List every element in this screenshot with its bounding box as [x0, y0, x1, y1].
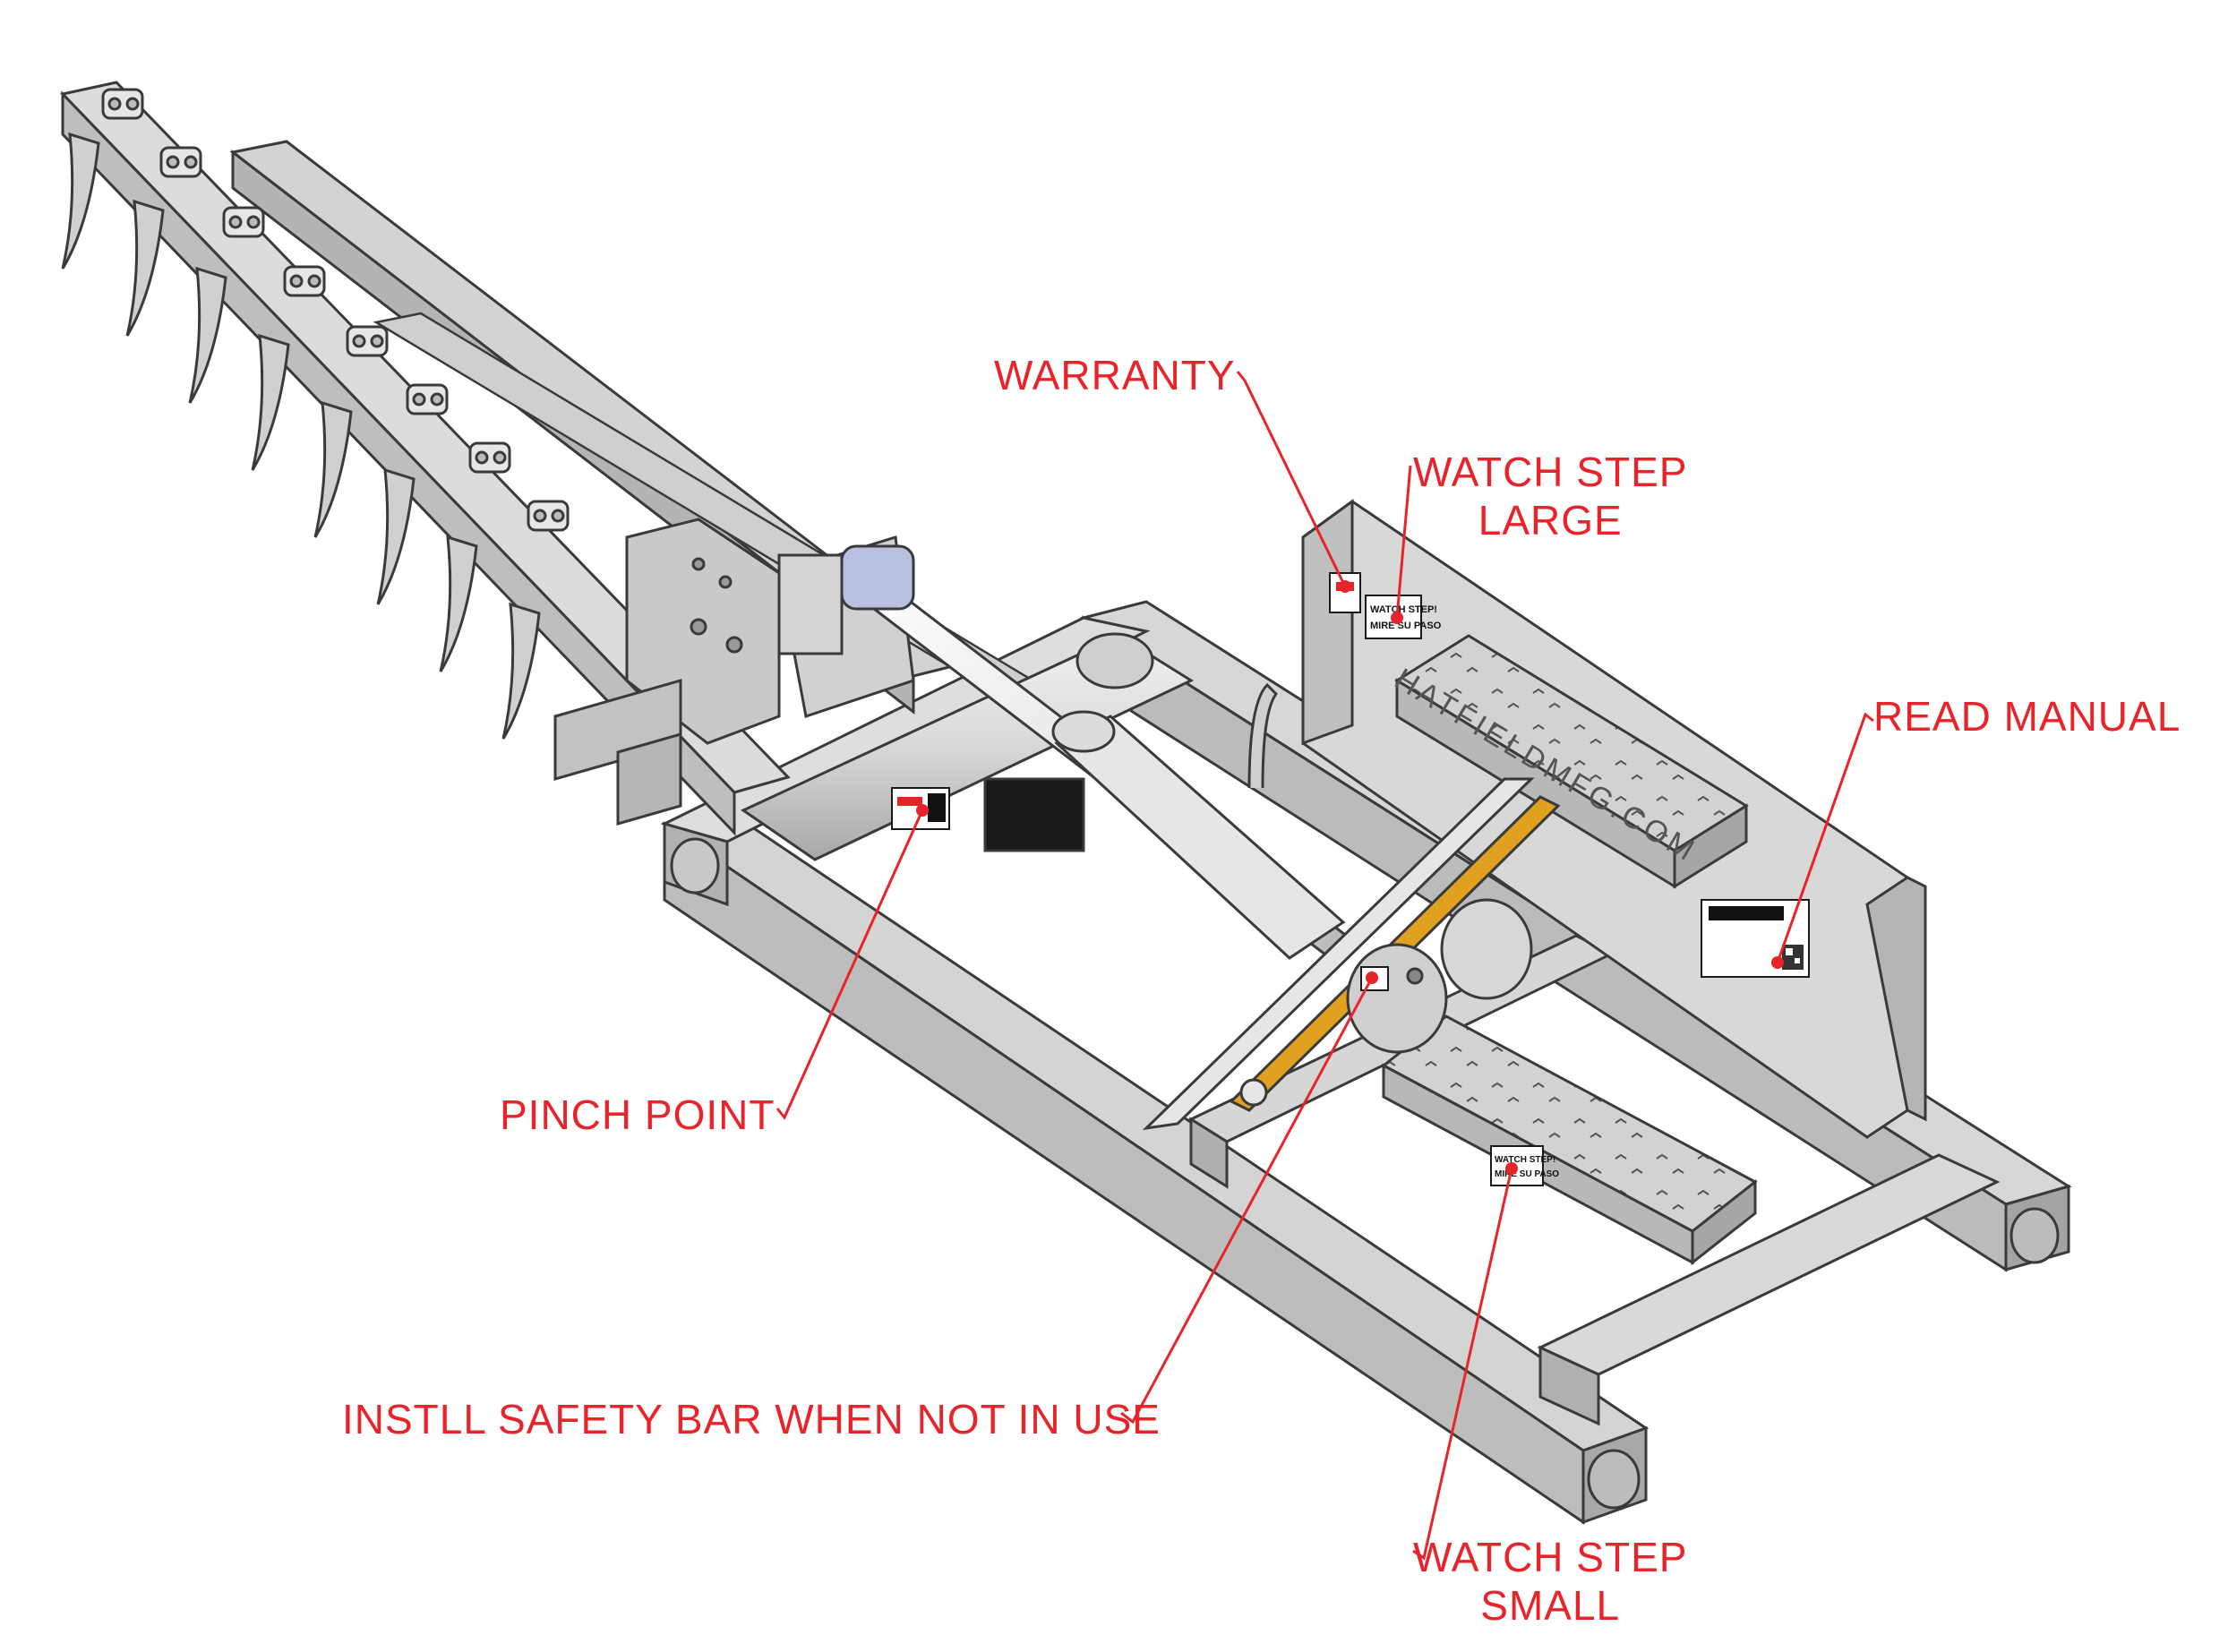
callout-read-manual-line-1: READ MANUAL: [1873, 693, 2181, 740]
read-manual-decal: [1701, 899, 1810, 978]
callout-pinch-point: PINCH POINT: [500, 1091, 775, 1139]
watch-step-large-decal: WATCH STEP! MIRE SU PASO: [1365, 595, 1442, 639]
decal-small-line-2: MIRE SU PASO: [1495, 1169, 1559, 1179]
decal-large-line-2: MIRE SU PASO: [1370, 621, 1442, 631]
left-frame-rail: [661, 809, 1650, 1525]
front-cross-member: [660, 616, 1151, 907]
qr-code-icon: [1782, 945, 1804, 970]
rear-cross-member: [1537, 1153, 2001, 1426]
callout-watch-step-small-line-2: SMALL: [1480, 1582, 1621, 1629]
u-bolt-icon: [159, 146, 202, 178]
u-bolts: [101, 88, 570, 532]
u-bolt-icon: [283, 265, 326, 297]
callout-read-manual: READ MANUAL: [1873, 692, 2181, 740]
black-stop-block: [983, 777, 1085, 852]
leader-safety-bar: [1120, 977, 1374, 1425]
leader-watch-step-small: [1412, 1168, 1513, 1561]
decal-small-line-1: WATCH STEP!: [1495, 1155, 1555, 1165]
callout-pinch-point-line-1: PINCH POINT: [500, 1091, 776, 1138]
callout-warranty: WARRANTY: [994, 351, 1236, 399]
u-bolt-icon: [468, 441, 511, 474]
u-bolt-icon: [406, 383, 449, 415]
callout-watch-step-small: WATCH STEP SMALL: [1413, 1533, 1687, 1630]
hydraulic-cylinder: [777, 544, 1355, 960]
decal-large-line-1: WATCH STEP!: [1370, 604, 1437, 615]
callout-watch-step-large: WATCH STEP LARGE: [1413, 448, 1687, 544]
callout-watch-step-large-line-1: WATCH STEP: [1413, 449, 1688, 495]
callout-watch-step-large-line-2: LARGE: [1478, 497, 1623, 544]
large-step: [1394, 634, 1749, 889]
leader-read-manual: [1776, 712, 1874, 963]
step-handle: [1247, 682, 1278, 789]
u-bolt-icon: [101, 88, 144, 120]
u-bolt-icon: [527, 500, 570, 532]
rake-tines: [61, 132, 541, 740]
cylinder-cap-icon: [840, 544, 915, 611]
leader-warranty: [1236, 371, 1347, 587]
callout-safety-bar-line-1: INSTLL SAFETY BAR WHEN NOT IN USE: [342, 1396, 1161, 1442]
callout-dots: [916, 580, 1784, 1175]
callout-watch-step-small-line-1: WATCH STEP: [1413, 1534, 1688, 1580]
leader-pinch-point: [776, 809, 924, 1120]
u-bolt-icon: [346, 325, 389, 357]
leader-watch-step-large: [1395, 465, 1412, 619]
callout-warranty-line-1: WARRANTY: [994, 352, 1236, 398]
callout-leaders: [776, 371, 1874, 1561]
callout-safety-bar: INSTLL SAFETY BAR WHEN NOT IN USE: [342, 1395, 1161, 1443]
u-bolt-icon: [222, 206, 265, 238]
